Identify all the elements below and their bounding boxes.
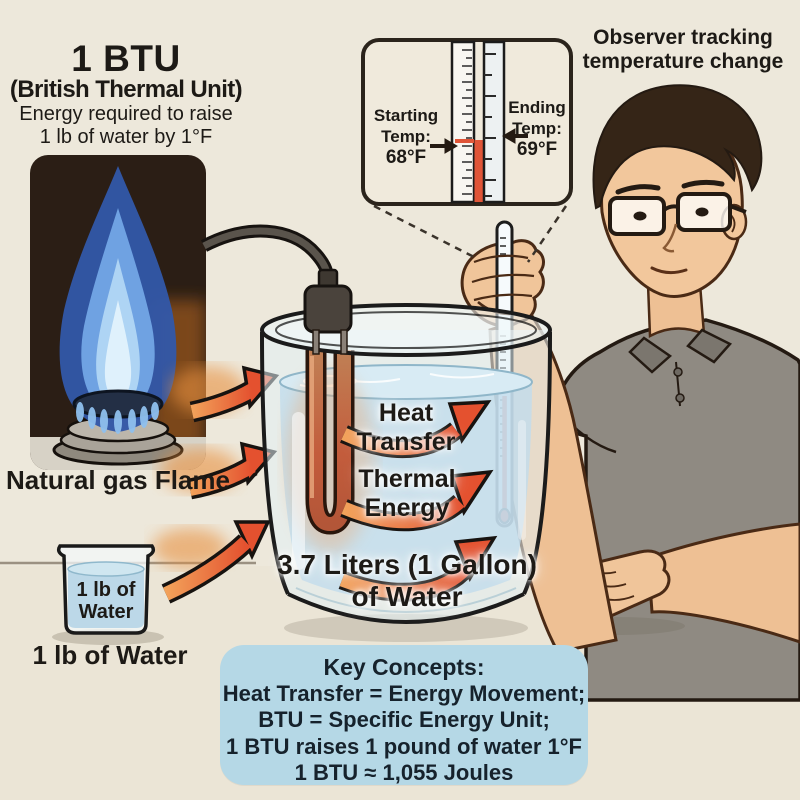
eye <box>633 211 647 221</box>
water-volume-label: 3.7 Liters (1 Gallon) of Water <box>277 549 537 612</box>
thermal-energy-label: Thermal Energy <box>358 465 456 522</box>
heat-transfer-label: Heat Transfer <box>356 399 456 456</box>
key-concepts-line3: 1 BTU raises 1 pound of water 1°F <box>225 733 582 759</box>
ending-temp-value: 69°F <box>516 139 558 160</box>
key-concepts-box <box>220 645 588 785</box>
eye <box>695 207 709 217</box>
flame-icon <box>59 166 177 434</box>
heater-cable <box>200 224 353 355</box>
heat-arrow-icon <box>340 469 494 532</box>
btu-desc-line2: 1 lb of water by 1°F <box>39 126 213 148</box>
heat-arrow-icon <box>340 400 492 459</box>
key-concepts-line1: Heat Transfer = Energy Movement; <box>222 680 586 706</box>
beaker-bottom <box>287 592 525 624</box>
inset-pointer-arrows <box>430 128 528 154</box>
mouth <box>650 266 688 275</box>
beaker-wall <box>260 331 290 595</box>
starting-temp-label: Starting Temp: 68°F <box>373 106 439 168</box>
heat-arrow-icon <box>338 535 498 602</box>
heat-arrow-icon <box>189 365 280 423</box>
inset-thermometer-coarse-scale <box>482 40 506 204</box>
heater-cap <box>303 284 353 334</box>
small-beaker-caption: 1 lb of Water <box>32 640 188 670</box>
heat-arrow-icon <box>161 520 271 604</box>
eyebrow <box>681 179 725 189</box>
small-beaker-water <box>68 570 144 628</box>
key-concepts-line2: BTU = Specific Energy Unit; <box>258 707 550 732</box>
button <box>675 393 685 403</box>
glasses-icon <box>608 192 747 236</box>
starting-temp-value: 68°F <box>385 147 427 168</box>
coarse-ticks <box>484 53 496 197</box>
observer-caption: Observer tracking temperature change <box>582 26 784 73</box>
callout-dashed-lines <box>373 204 568 263</box>
main-beaker-illustration <box>260 303 552 642</box>
fine-ticks <box>462 49 472 195</box>
eyebrow <box>615 184 661 195</box>
glass-highlight <box>518 420 526 540</box>
thermometer-inset-panel <box>361 38 573 206</box>
flame-caption: Natural gas Flame <box>6 465 230 495</box>
heat-transfer-arrows-inside <box>338 400 498 602</box>
key-concepts-heading: Key Concepts: <box>323 654 485 680</box>
hair <box>592 84 763 210</box>
btu-subtitle: (British Thermal Unit) <box>9 76 243 103</box>
beaker-wall <box>522 331 552 595</box>
button <box>673 367 683 377</box>
nose <box>662 223 678 253</box>
btu-title: 1 BTU <box>71 38 181 79</box>
small-beaker-illustration <box>52 544 164 645</box>
heat-transfer-arrows-outside <box>161 365 280 604</box>
inset-mercury-column <box>474 140 484 202</box>
key-concepts-line4: 1 BTU ≈ 1,055 Joules <box>294 760 514 785</box>
small-beaker-label: 1 lb of Water <box>76 579 136 623</box>
btu-desc-line1: Energy required to raise <box>19 103 233 125</box>
key-concepts-text: Key Concepts: Heat Transfer = Energy Mov… <box>223 654 586 787</box>
btu-description: Energy required to raise 1 lb of water b… <box>19 103 232 149</box>
observer-person <box>545 84 800 702</box>
polo-collar <box>628 328 733 374</box>
ending-temp-label: Ending Temp: 69°F <box>508 98 566 160</box>
gas-flame-illustration <box>30 155 246 568</box>
beaker-shadow <box>284 614 528 642</box>
glass-highlight <box>292 412 305 570</box>
